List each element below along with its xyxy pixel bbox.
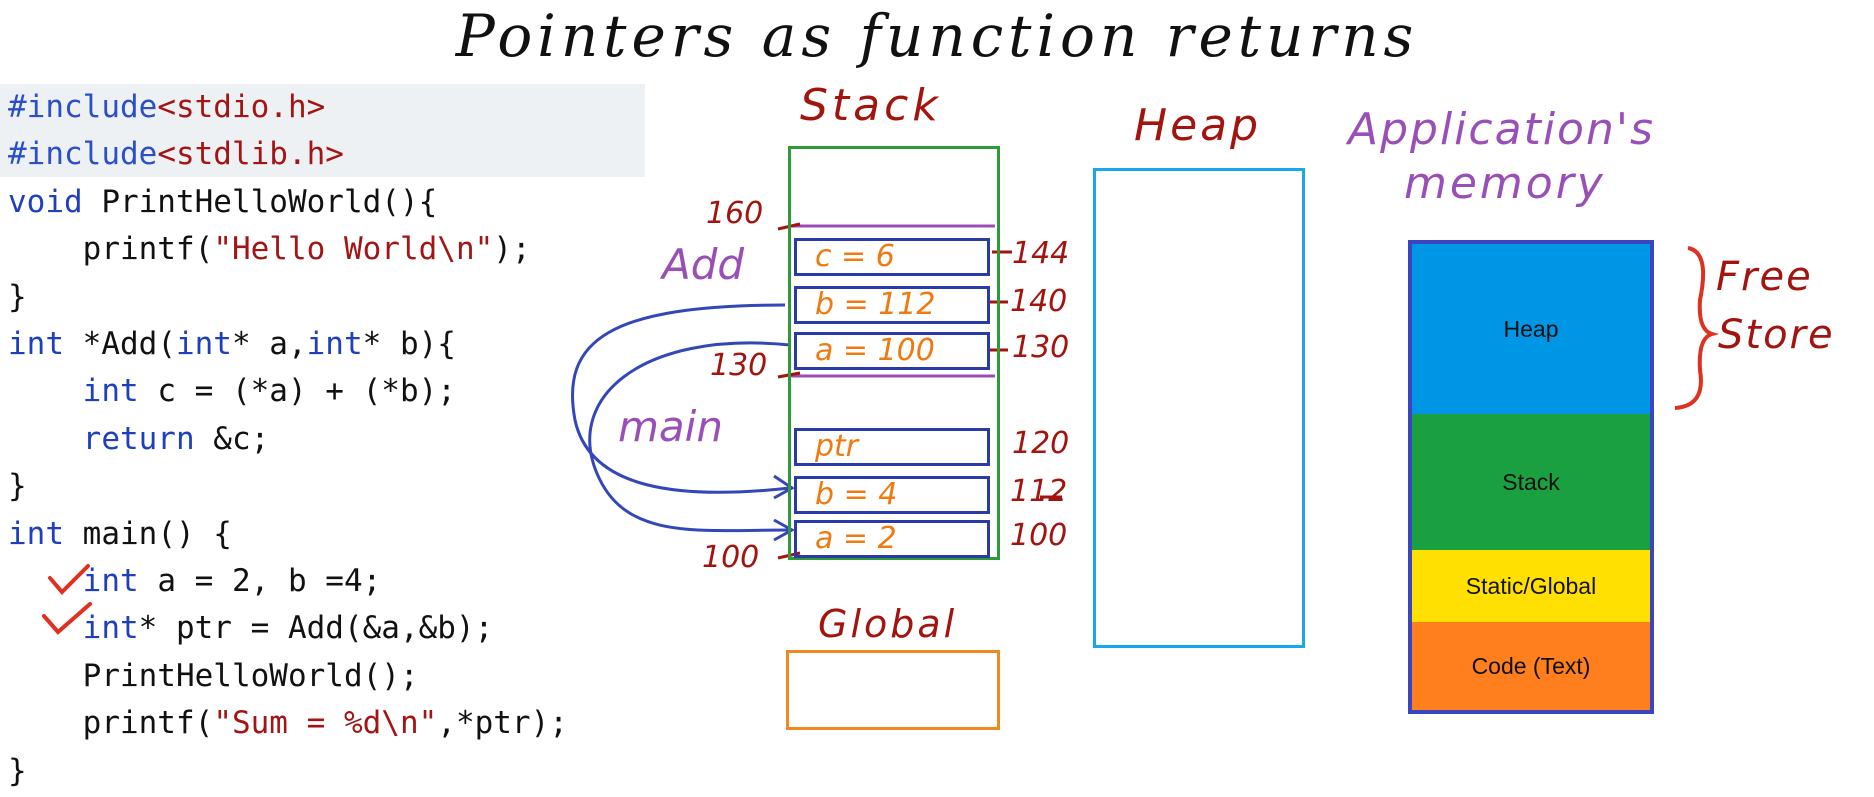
code-token: PrintHelloWorld(); — [8, 657, 419, 694]
code-token: "Sum = %d\n" — [213, 705, 438, 742]
code-token: PrintHelloWorld(){ — [82, 183, 438, 220]
code-line: #include<stdlib.h> — [8, 131, 344, 177]
code-token: return — [82, 420, 195, 457]
page-title: Pointers as function returns — [455, 2, 1419, 70]
code-line: int *Add(int* a,int* b){ — [8, 321, 456, 367]
arrow-b-head — [773, 474, 795, 500]
check-mark-2 — [42, 602, 92, 635]
stack-address: 120 — [1012, 426, 1070, 461]
code-token: int — [8, 515, 64, 552]
code-token: } — [8, 278, 27, 315]
app-memory-title-1: Application's — [1348, 104, 1655, 155]
code-token: int — [82, 373, 139, 410]
stack-cell: b = 112 — [794, 286, 990, 324]
arrow-b-to-b — [570, 303, 791, 494]
heap-region — [1093, 168, 1305, 648]
check-mark-1 — [48, 564, 90, 595]
code-token: &c; — [194, 420, 270, 457]
code-line: #include<stdio.h> — [8, 84, 325, 130]
code-token: int — [306, 326, 363, 362]
code-token: #include — [8, 89, 158, 125]
free-store-brace — [1674, 246, 1720, 410]
code-token: printf( — [8, 231, 214, 268]
arrow-a-to-a — [588, 341, 791, 533]
stack-address: 140 — [1010, 284, 1068, 319]
add-frame-label: Add — [662, 240, 745, 289]
code-line: printf("Sum = %d\n",*ptr); — [8, 700, 568, 746]
code-token: int — [8, 326, 64, 362]
code-line: } — [8, 274, 27, 320]
stack-cell: ptr — [794, 428, 990, 466]
app-memory-title-2: memory — [1404, 158, 1606, 209]
code-token: <stdlib.h> — [157, 136, 344, 173]
frame-marker-100: 100 — [702, 540, 760, 575]
frame-marker-130: 130 — [710, 348, 768, 383]
segment-code-text: Code (Text) — [1412, 622, 1650, 710]
code-token: <stdio.h> — [157, 89, 326, 125]
global-region — [786, 650, 1000, 730]
code-token: * a, — [231, 326, 307, 362]
free-store-label-1: Free — [1716, 254, 1813, 300]
arrow-a-head — [773, 518, 796, 542]
stack-address: 112 — [1010, 474, 1068, 509]
global-label: Global — [818, 602, 958, 646]
stack-region — [788, 146, 1000, 560]
code-token: *Add( — [64, 326, 176, 362]
stack-cell: b = 4 — [794, 476, 990, 514]
code-line: int a = 2, b =4; — [8, 558, 382, 604]
segment-stack: Stack — [1412, 414, 1650, 550]
main-frame-label: main — [618, 402, 723, 451]
code-line: int* ptr = Add(&a,&b); — [8, 605, 494, 651]
code-token: printf( — [8, 705, 214, 742]
stack-cell: a = 100 — [794, 332, 990, 370]
code-token: c = (*a) + (*b); — [138, 373, 456, 410]
stack-label: Stack — [800, 80, 942, 131]
code-line: printf("Hello World\n"); — [8, 226, 531, 272]
code-line: PrintHelloWorld(); — [8, 653, 419, 699]
stack-address: 144 — [1012, 236, 1070, 271]
code-token: ,*ptr); — [437, 705, 568, 742]
stack-address: 130 — [1012, 330, 1070, 365]
code-token: a = 2, b =4; — [138, 563, 382, 599]
heap-label: Heap — [1134, 100, 1262, 151]
segment-heap: Heap — [1412, 244, 1650, 414]
code-token: * ptr = Add(&a,&b); — [138, 610, 494, 647]
code-line: int main() { — [8, 511, 232, 557]
code-line: void PrintHelloWorld(){ — [8, 179, 437, 225]
stack-address: 100 — [1010, 518, 1068, 553]
free-store-label-2: Store — [1718, 312, 1835, 358]
code-token: #include — [8, 136, 158, 173]
code-line: } — [8, 463, 27, 509]
code-token: * b){ — [362, 326, 456, 362]
frame-marker-160: 160 — [706, 196, 764, 231]
stack-cell: a = 2 — [794, 520, 990, 558]
code-highlight — [0, 84, 645, 177]
code-token: "Hello World\n" — [213, 231, 494, 268]
code-token: void — [8, 183, 83, 220]
app-memory-block: Heap Stack Static/Global Code (Text) — [1408, 240, 1654, 714]
segment-static-global: Static/Global — [1412, 550, 1650, 622]
code-line: int c = (*a) + (*b); — [8, 368, 456, 414]
code-token: int — [82, 610, 139, 647]
code-line: } — [8, 748, 27, 794]
code-token: int — [175, 326, 232, 362]
code-line: return &c; — [8, 416, 270, 462]
code-token: } — [8, 752, 27, 789]
code-token: } — [8, 468, 27, 505]
code-token: ); — [493, 231, 531, 268]
stack-cell: c = 6 — [794, 238, 990, 276]
code-token: main() { — [64, 515, 232, 552]
code-token: int — [82, 563, 139, 599]
